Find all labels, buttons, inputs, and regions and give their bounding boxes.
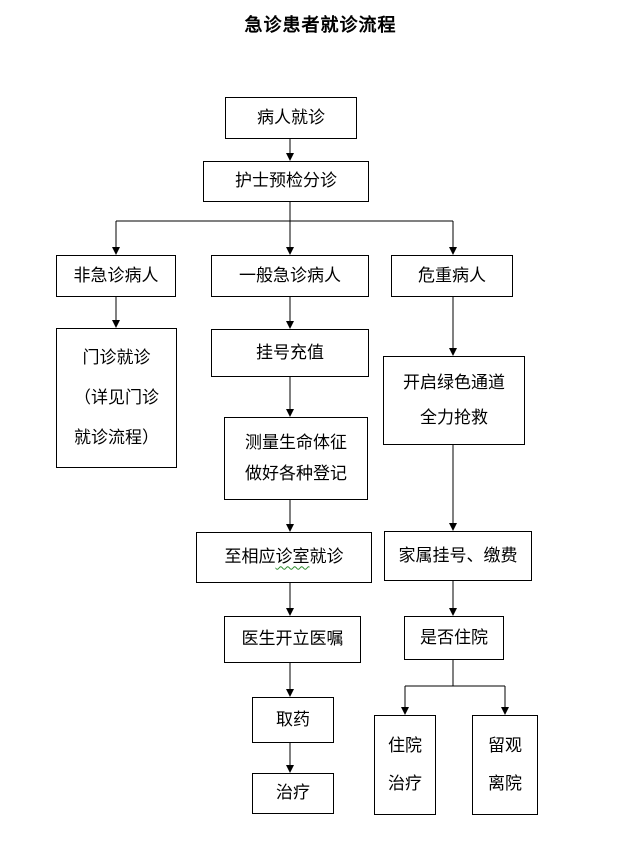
node-treatment: 治疗 bbox=[252, 773, 334, 814]
node-green-channel: 开启绿色通道 全力抢救 bbox=[383, 356, 525, 445]
node-vitals: 测量生命体征 做好各种登记 bbox=[224, 417, 368, 500]
node-critical: 危重病人 bbox=[391, 255, 513, 297]
dept-visit-suffix: 就诊 bbox=[309, 547, 344, 568]
page-title: 急诊患者就诊流程 bbox=[244, 15, 397, 36]
node-doctor-order: 医生开立医嘱 bbox=[224, 616, 361, 663]
node-general-emergency: 一般急诊病人 bbox=[211, 255, 369, 297]
node-patient-visit: 病人就诊 bbox=[225, 97, 357, 139]
node-get-medicine: 取药 bbox=[252, 697, 334, 743]
node-dept-visit: 至相应诊室就诊 bbox=[196, 532, 372, 583]
node-triage: 护士预检分诊 bbox=[203, 161, 369, 202]
node-hospitalize-question: 是否住院 bbox=[404, 616, 504, 660]
node-observe: 留观 离院 bbox=[472, 715, 538, 815]
node-outpatient: 门诊就诊 （详见门诊 就诊流程） bbox=[56, 328, 177, 468]
dept-visit-highlight: 诊室 bbox=[275, 547, 310, 568]
node-family-register: 家属挂号、缴费 bbox=[384, 531, 532, 581]
node-register-pay: 挂号充值 bbox=[211, 329, 369, 377]
node-inpatient: 住院 治疗 bbox=[374, 715, 436, 815]
node-non-emergency: 非急诊病人 bbox=[56, 255, 176, 297]
dept-visit-prefix: 至相应 bbox=[224, 547, 276, 568]
